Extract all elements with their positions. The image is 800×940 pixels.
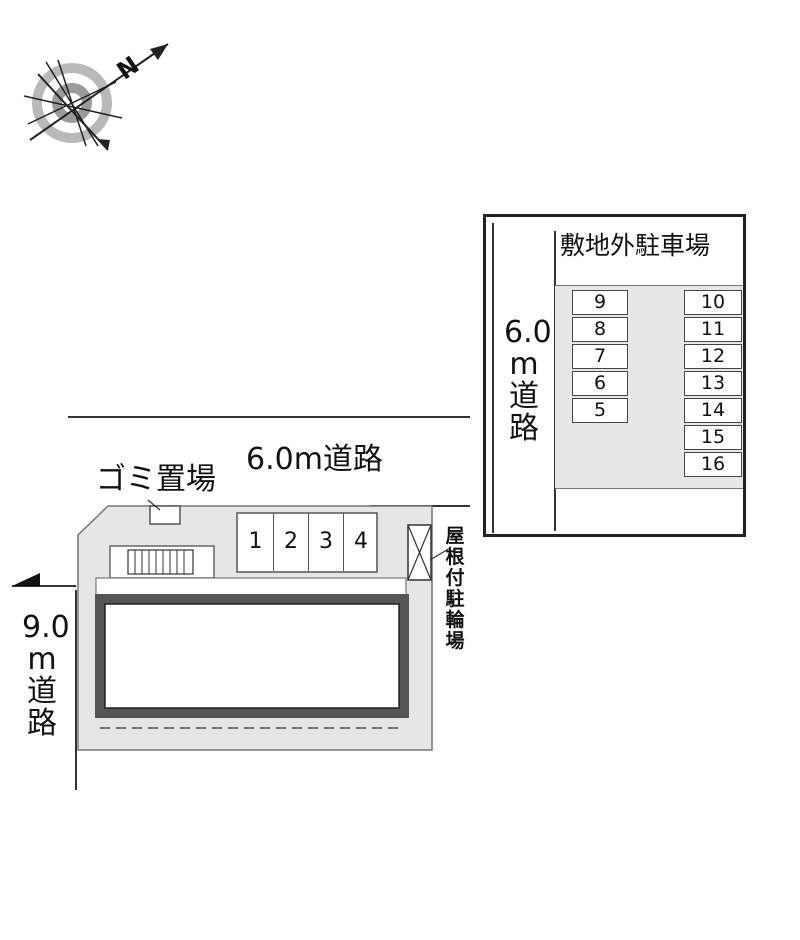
offsite-space-16: 16 xyxy=(684,452,742,477)
offsite-space-10: 10 xyxy=(684,290,742,315)
stairs-icon xyxy=(127,549,194,575)
offsite-space-7: 7 xyxy=(572,344,628,369)
offsite-space-9: 9 xyxy=(572,290,628,315)
offsite-parking-title: 敷地外駐車場 xyxy=(560,231,711,260)
parking-space-1: 1 xyxy=(248,529,263,554)
garbage-box xyxy=(149,505,181,525)
north-road-label: 6.0m道路 xyxy=(246,442,383,477)
offsite-space-13: 13 xyxy=(684,371,742,396)
parking-space-3: 3 xyxy=(308,513,343,571)
parking-space-2: 2 xyxy=(273,513,308,571)
offsite-space-15: 15 xyxy=(684,425,742,450)
parking-space-4: 4 xyxy=(343,513,378,571)
offsite-space-8: 8 xyxy=(572,317,628,342)
offsite-space-6: 6 xyxy=(572,371,628,396)
garbage-area-label: ゴミ置場 xyxy=(96,462,216,497)
offsite-road-label: 6.0 m 道 路 xyxy=(504,315,552,446)
offsite-space-11: 11 xyxy=(684,317,742,342)
west-road-label: 9.0 m 道 路 xyxy=(22,610,70,741)
offsite-parking-inset: 敷地外駐車場 6.0 m 道 路 9 8 7 6 5 10 11 12 13 1… xyxy=(483,214,746,537)
offsite-space-5: 5 xyxy=(572,398,628,423)
offsite-space-14: 14 xyxy=(684,398,742,423)
bike-parking-label: 屋 根 付 駐 輪 場 xyxy=(445,525,465,652)
compass-rose-icon xyxy=(23,43,169,151)
offsite-space-12: 12 xyxy=(684,344,742,369)
west-arrow-icon xyxy=(12,573,40,586)
